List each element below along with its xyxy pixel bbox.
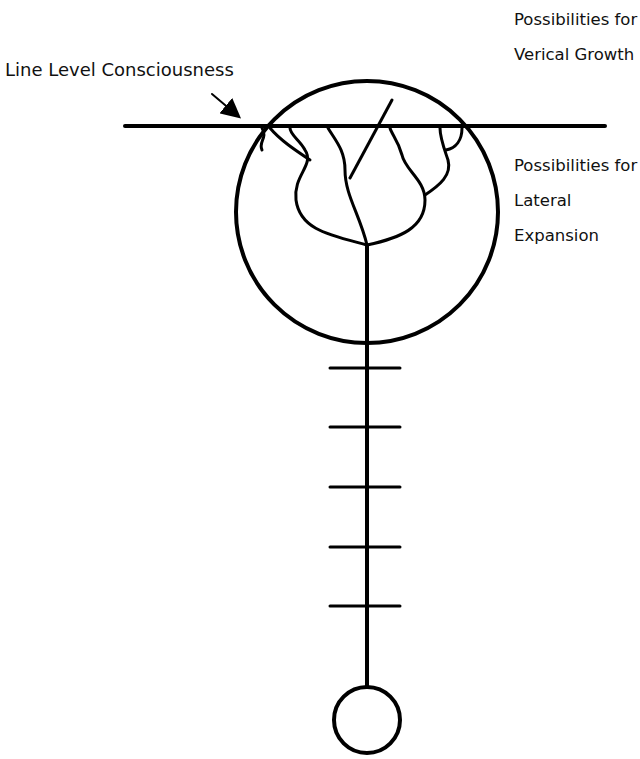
- possibility-label: Possibilities for Lateral Expansion: [514, 148, 638, 253]
- stem-ticks: [330, 368, 400, 606]
- root-circle: [334, 687, 400, 753]
- branches: [261, 100, 462, 245]
- leader-arrow: [212, 94, 238, 116]
- line-label: Line Level Consciousness: [5, 52, 305, 87]
- stem: [365, 245, 369, 687]
- consciousness-line: [125, 124, 605, 128]
- possibility-label: Possibilities for Verical Growth: [514, 2, 638, 72]
